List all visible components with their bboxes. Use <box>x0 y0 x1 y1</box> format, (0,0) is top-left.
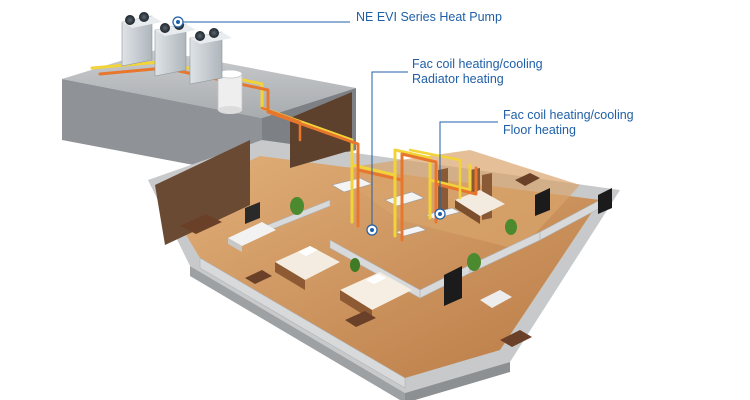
heat-pump-callout: NE EVI Series Heat Pump <box>356 10 502 25</box>
sofa-icon <box>480 290 512 308</box>
sofa-icon <box>228 222 276 252</box>
tv-icon <box>245 202 260 224</box>
zone1-line2-label: Radiator heating <box>412 72 504 86</box>
tv-icon <box>598 188 612 214</box>
tv-icon <box>535 188 550 216</box>
callout-marker-icon <box>172 16 184 28</box>
plant-icon <box>290 197 517 272</box>
piping-network <box>90 60 478 242</box>
water-tank-icon <box>217 69 243 114</box>
heat-pump-unit-icon <box>189 28 232 85</box>
callout-leader-lines <box>178 21 498 230</box>
callout-marker-icon <box>366 224 378 236</box>
zone2-line1-label: Fac coil heating/cooling <box>503 108 634 122</box>
bed-icon <box>455 190 505 224</box>
tv-icon <box>444 266 462 306</box>
zone1-callout: Fac coil heating/cooling Radiator heatin… <box>412 57 543 87</box>
bed-icon <box>275 246 340 290</box>
heat-pump-unit-icon <box>121 12 162 67</box>
zone1-line1-label: Fac coil heating/cooling <box>412 57 543 71</box>
heat-pump-label: NE EVI Series Heat Pump <box>356 10 502 24</box>
callout-marker-icon <box>434 208 446 220</box>
zone2-callout: Fac coil heating/cooling Floor heating <box>503 108 634 138</box>
table-furniture <box>180 173 540 347</box>
zone2-line2-label: Floor heating <box>503 123 576 137</box>
